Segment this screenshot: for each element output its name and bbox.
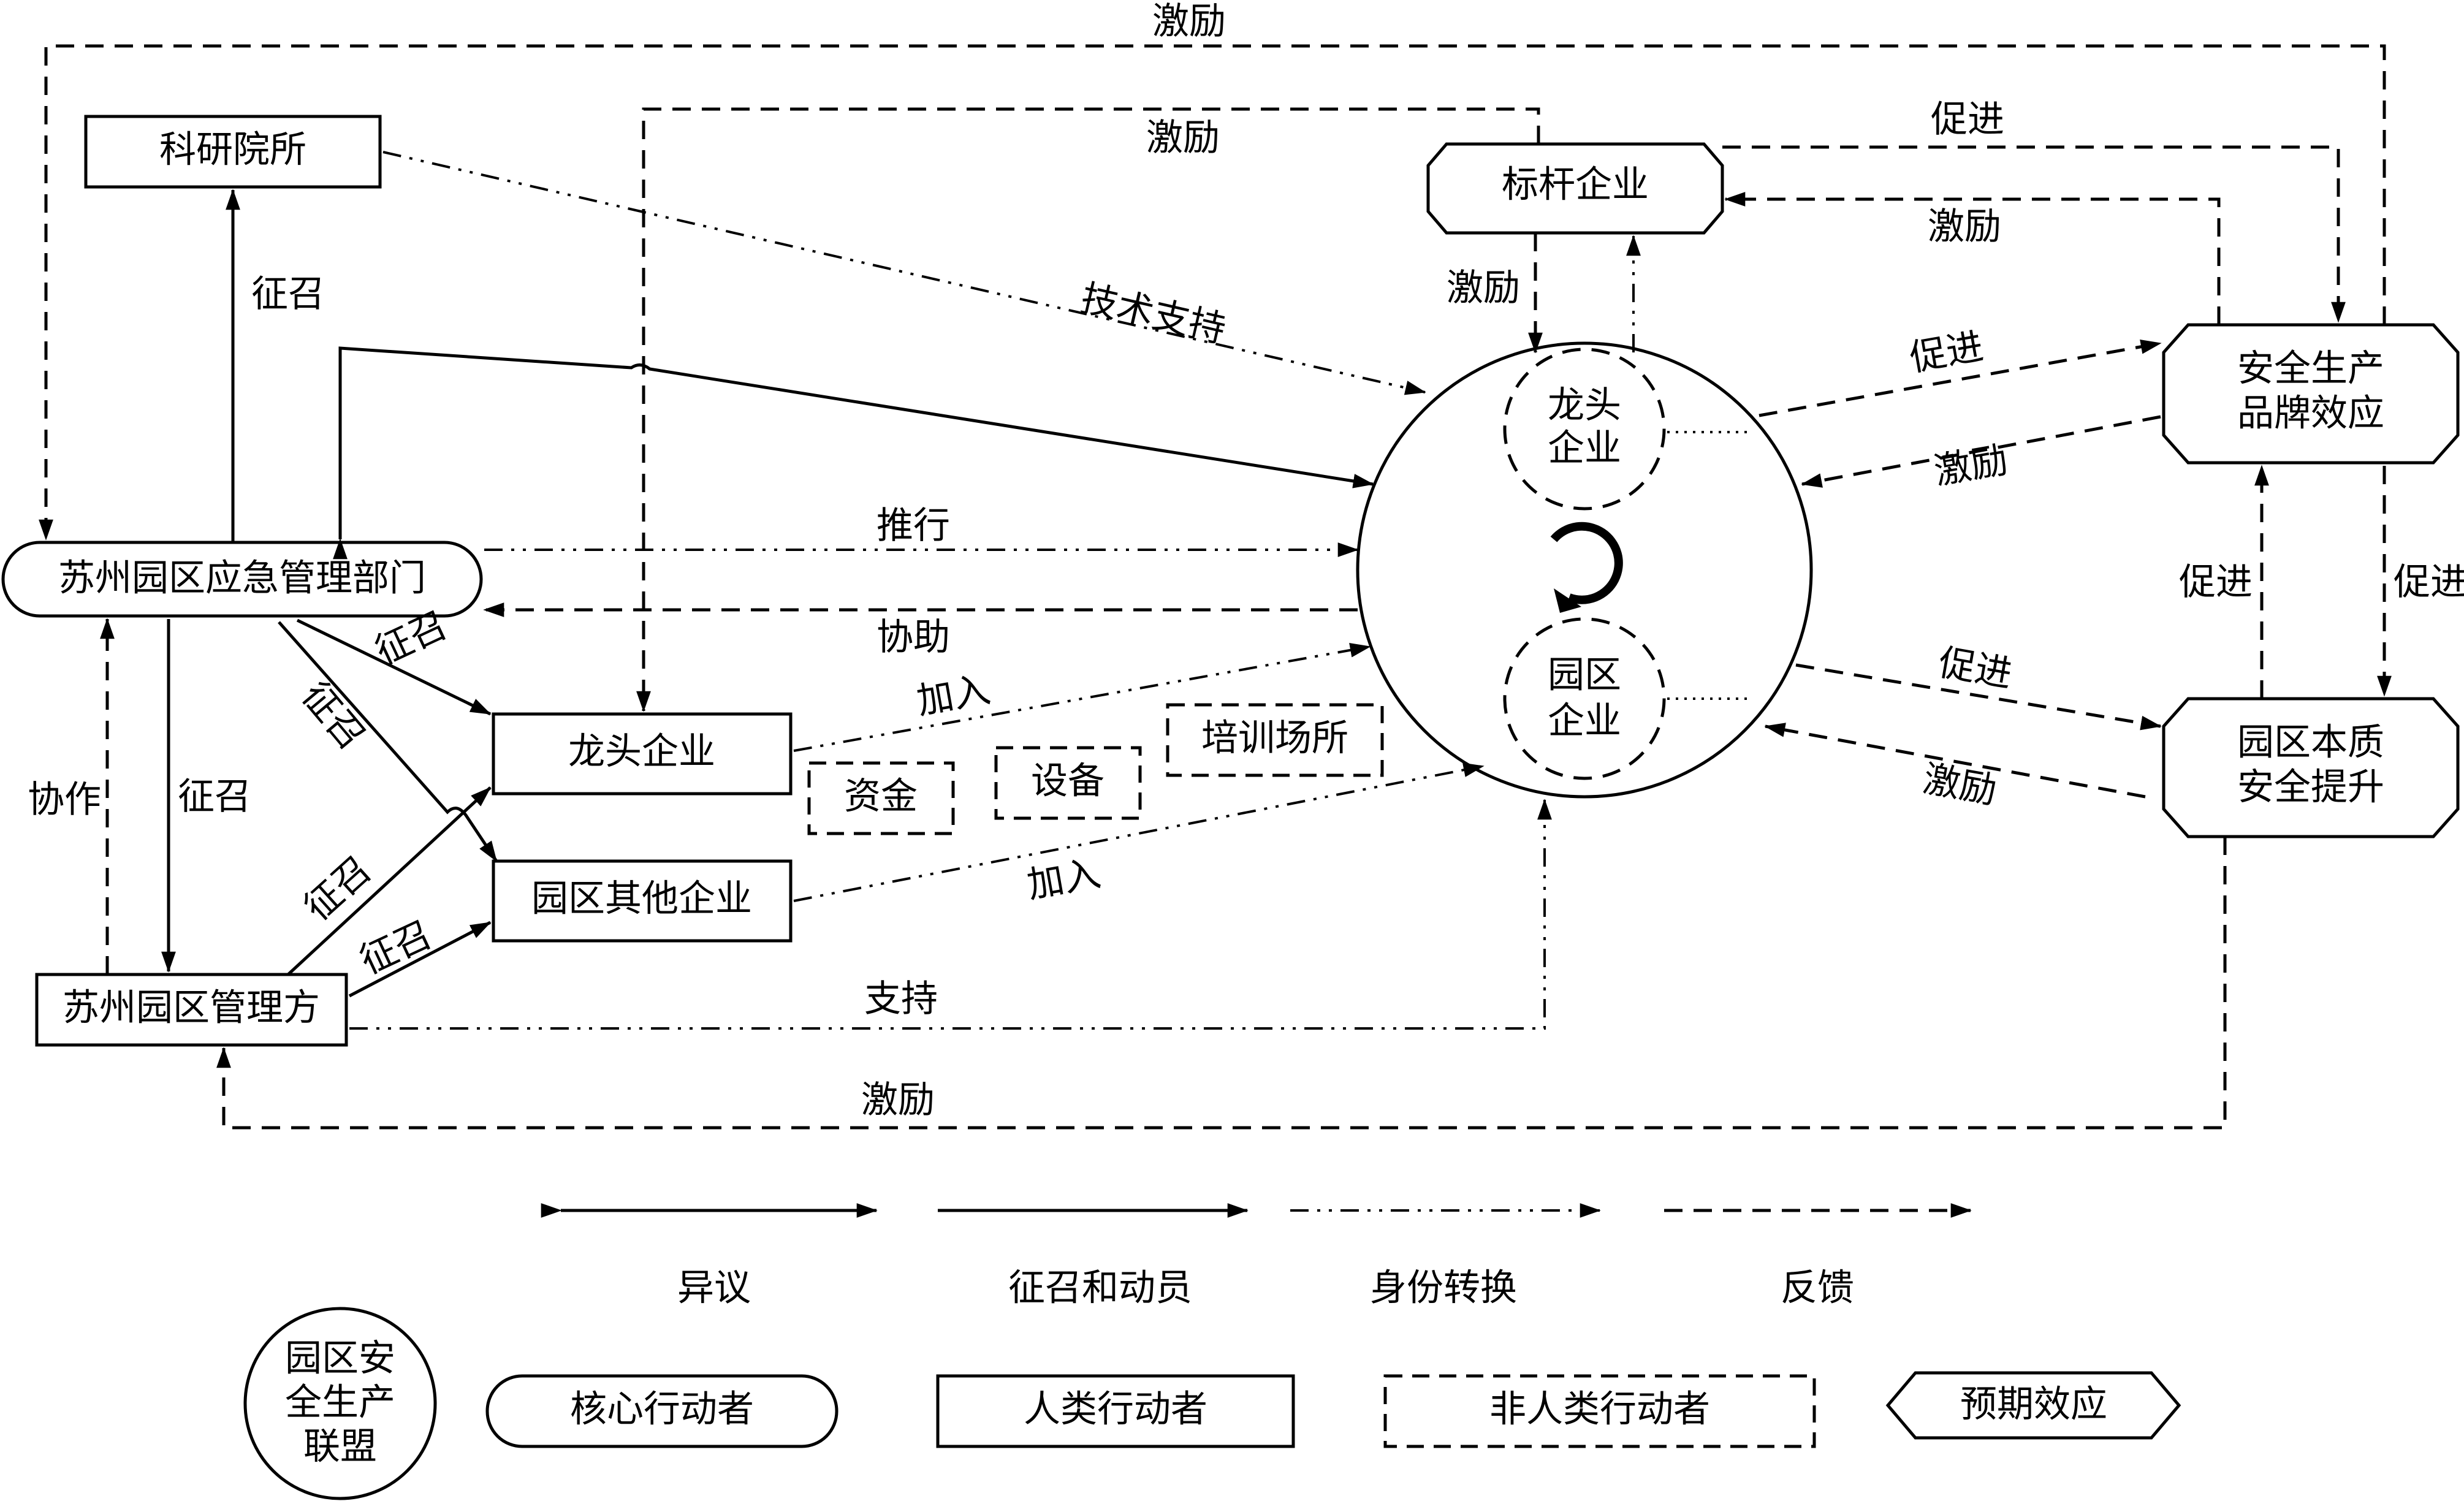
edge-jili-top [39,44,2386,541]
yuanqu-inner-label-1: 园区 [1548,654,1621,697]
legend-core: 核心行动者 [485,1374,838,1448]
longtou-inner-label-2: 企业 [1548,427,1621,470]
node-pinpai: 安全生产 品牌效应 [2162,323,2460,465]
edge-label-jili-biaogan-down: 激励 [1447,267,1520,310]
edge-jili-mid [636,107,1540,712]
edge-label-jili-mid: 激励 [1146,116,1220,159]
edge-label-xiezhu: 协助 [876,616,950,659]
edge-label-jili-from-benzhi: 激励 [1920,758,1999,813]
edge-cujin-benzhi [1795,663,2162,731]
legend-shenfen-label: 身份转换 [1370,1267,1517,1310]
edge-label-zhengzhao-qt: 征召 [294,674,374,758]
svg-text:苏州园区管理方: 苏州园区管理方 [63,987,320,1030]
legend-yiyi-label: 异议 [677,1267,751,1310]
edge-yiyi-circle-yingji [333,346,1374,560]
edge-jili-to-biaogan [1724,192,2221,325]
svg-text:品牌效应: 品牌效应 [2237,392,2384,435]
edge-label-jiaru-2: 加入 [1024,852,1103,907]
yuanqu-inner-label-2: 企业 [1548,700,1621,743]
svg-text:园区安: 园区安 [285,1337,395,1380]
svg-text:人类行动者: 人类行动者 [1024,1388,1207,1431]
edge-label-zhengzhao-keyan: 征召 [251,273,325,316]
edge-label-jishu: 技术支持 [1077,276,1230,351]
edge-cujin-biaogan [1722,145,2346,323]
edge-label-jili-top: 激励 [1152,0,1226,43]
node-peixun: 培训场所 [1166,703,1384,777]
alliance-circle: 龙头 企业 园区 企业 [1356,341,1813,799]
svg-text:安全提升: 安全提升 [2237,766,2384,809]
longtou-inner-circle [1503,348,1666,511]
edge-label-zhengzhao-gl-lt: 征召 [296,848,379,929]
edge-label-xiezuo: 协作 [28,778,101,821]
edge-jili-bottom [216,837,2227,1130]
yuanqu-inner-circle [1503,617,1666,780]
edge-label-tuixing: 推行 [876,504,950,547]
edge-label-cujin-benzhi: 促进 [1935,641,2015,696]
edge-zhengzhao-gl-lt [287,786,492,976]
edge-jiaru-1 [793,643,1371,752]
edge-jili-from-pinpai [1801,415,2161,488]
edge-label-jiaru-1: 加入 [913,668,993,723]
cycle-arrow-icon [1550,522,1623,604]
node-yingji: 苏州园区应急管理部门 [1,541,483,618]
edge-label-jili-bottom: 激励 [861,1079,935,1122]
edge-label-cujin-down: 促进 [2394,561,2464,604]
node-zijin: 资金 [807,761,955,835]
node-guanlifang: 苏州园区管理方 [35,973,348,1047]
legend: 异议 征召和动员 身份转换 反馈 园区安 全生产 联盟 核心行动者 人类行动者 … [243,1203,2181,1500]
node-longtou: 龙头企业 [492,712,793,796]
svg-text:科研院所: 科研院所 [159,129,306,172]
svg-text:安全生产: 安全生产 [2237,348,2384,390]
svg-text:非人类行动者: 非人类行动者 [1489,1388,1710,1431]
edge-jili-from-benzhi [1764,723,2146,799]
edge-label-cujin-up: 促进 [2179,561,2253,604]
svg-text:全生产: 全生产 [285,1381,395,1424]
edge-cujin-pinpai [1759,340,2162,417]
edge-label-zhichi: 支持 [864,978,938,1020]
edge-jishu [382,151,1426,395]
edge-jiaru-2 [793,762,1485,902]
edge-zhengzhao-qt [278,621,498,862]
legend-nonhuman: 非人类行动者 [1383,1374,1816,1448]
node-qita: 园区其他企业 [492,859,793,943]
edge-zhengzhao-lt [296,618,492,716]
legend-zhengzhao-label: 征召和动员 [1008,1267,1192,1310]
svg-text:龙头企业: 龙头企业 [568,731,715,773]
svg-text:培训场所: 培训场所 [1201,717,1348,760]
svg-text:预期效应: 预期效应 [1960,1383,2107,1426]
legend-human: 人类行动者 [936,1374,1295,1448]
node-keyan: 科研院所 [84,115,382,189]
edge-zhengzhao-gl-qt [348,921,492,998]
edge-label-jili-to-biaogan: 激励 [1928,205,2001,248]
svg-text:联盟: 联盟 [303,1426,377,1468]
edge-zhichi [349,799,1552,1030]
svg-text:核心行动者: 核心行动者 [570,1388,754,1431]
node-benzhi: 园区本质 安全提升 [2162,697,2460,838]
edge-label-zhengzhao-gl: 征召 [178,775,251,818]
svg-text:设备: 设备 [1031,760,1105,803]
node-biaogan: 标杆企业 [1426,142,1724,235]
svg-text:资金: 资金 [844,775,918,818]
edge-label-jili-from-pinpai: 激励 [1931,438,2010,493]
edge-label-cujin-pinpai: 促进 [1906,325,1986,380]
legend-alliance: 园区安 全生产 联盟 [243,1307,437,1500]
svg-text:园区其他企业: 园区其他企业 [531,878,752,921]
svg-text:园区本质: 园区本质 [2237,721,2384,764]
node-shebei: 设备 [994,746,1142,820]
svg-text:标杆企业: 标杆企业 [1502,164,1649,207]
legend-effect: 预期效应 [1885,1371,2181,1440]
edge-label-cujin-biaogan: 促进 [1931,98,2004,141]
longtou-inner-label-1: 龙头 [1548,384,1621,427]
svg-text:苏州园区应急管理部门: 苏州园区应急管理部门 [58,557,426,600]
legend-fankui-label: 反馈 [1781,1267,1854,1310]
